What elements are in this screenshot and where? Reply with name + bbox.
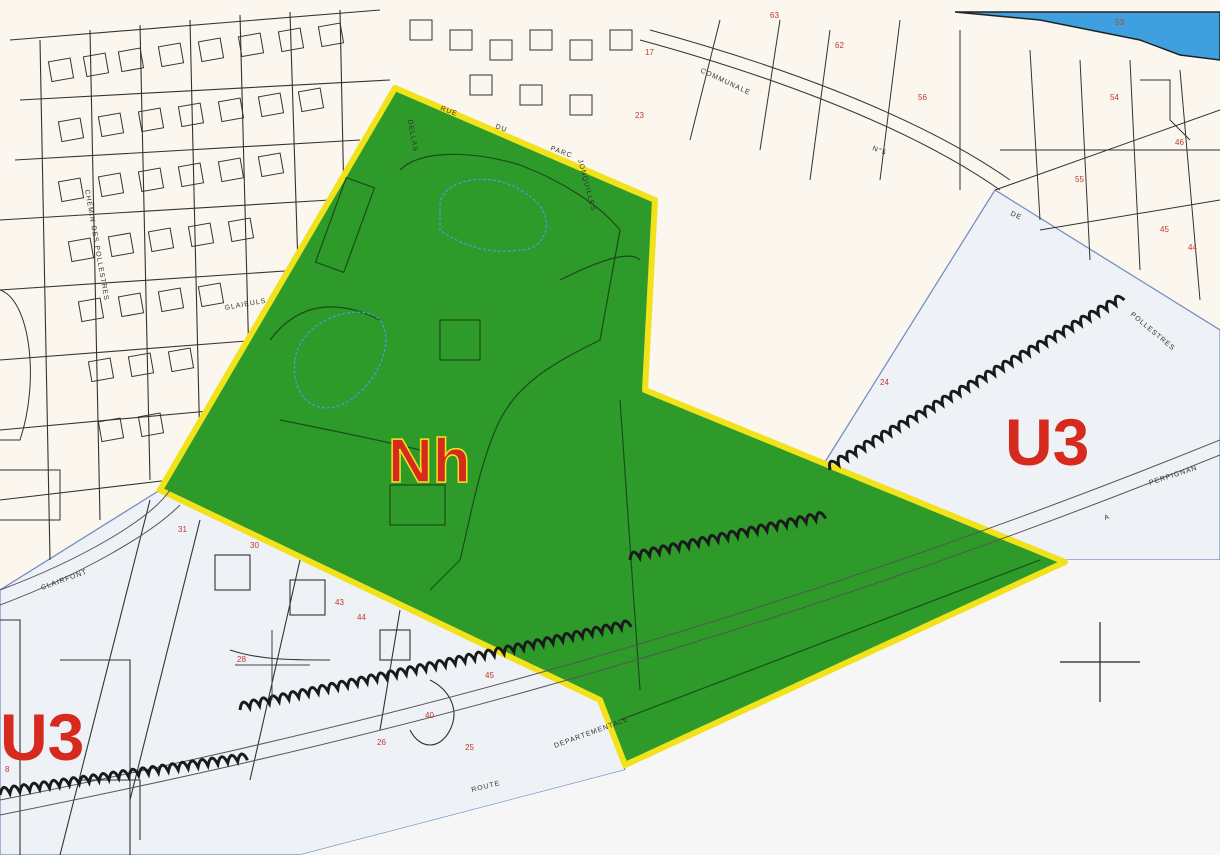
lot-number: 17 bbox=[645, 48, 654, 57]
lot-number: 56 bbox=[918, 93, 927, 102]
lot-number: 25 bbox=[465, 743, 474, 752]
zone-lower-right bbox=[300, 560, 1220, 855]
lot-number: 43 bbox=[335, 598, 344, 607]
lot-number: 63 bbox=[770, 11, 779, 20]
lot-number: 45 bbox=[1160, 225, 1169, 234]
lot-number: 8 bbox=[5, 765, 10, 774]
water-body bbox=[954, 11, 1220, 61]
lot-number: 55 bbox=[1075, 175, 1084, 184]
pond-icon bbox=[293, 311, 387, 409]
lot-number: 46 bbox=[1175, 138, 1184, 147]
lot-number: 53 bbox=[1115, 18, 1124, 27]
crosshair-icon bbox=[235, 630, 310, 700]
zone-label-u3-southwest: U3 bbox=[0, 700, 84, 774]
zone-label-u3-east: U3 bbox=[1005, 405, 1089, 479]
pond-icon bbox=[439, 178, 548, 252]
lot-number: 62 bbox=[835, 41, 844, 50]
lot-number: 44 bbox=[357, 613, 366, 622]
crosshair-icon bbox=[1060, 622, 1140, 702]
lot-number: 54 bbox=[1110, 93, 1119, 102]
lot-number: 28 bbox=[237, 655, 246, 664]
lot-number: 44 bbox=[1188, 243, 1197, 252]
boundary-wave bbox=[0, 294, 1126, 799]
street-label: DE bbox=[1009, 210, 1023, 221]
street-label: DU bbox=[494, 123, 508, 134]
lot-number: 26 bbox=[377, 738, 386, 747]
residential-parcels bbox=[0, 9, 633, 561]
lot-number: 45 bbox=[485, 671, 494, 680]
street-label: A bbox=[1103, 513, 1111, 521]
farm-parcels bbox=[639, 19, 1220, 301]
lot-number: 24 bbox=[880, 378, 889, 387]
lot-numbers: 63 62 53 56 54 46 55 45 44 24 23 17 31 3… bbox=[5, 11, 1197, 774]
southwest-parcels bbox=[0, 499, 455, 855]
lot-number: 40 bbox=[425, 711, 434, 720]
lot-number: 23 bbox=[635, 111, 644, 120]
nh-details bbox=[269, 153, 1041, 721]
zone-label-nh: Nh bbox=[388, 427, 471, 496]
lot-number: 31 bbox=[178, 525, 187, 534]
lot-number: 30 bbox=[250, 541, 259, 550]
